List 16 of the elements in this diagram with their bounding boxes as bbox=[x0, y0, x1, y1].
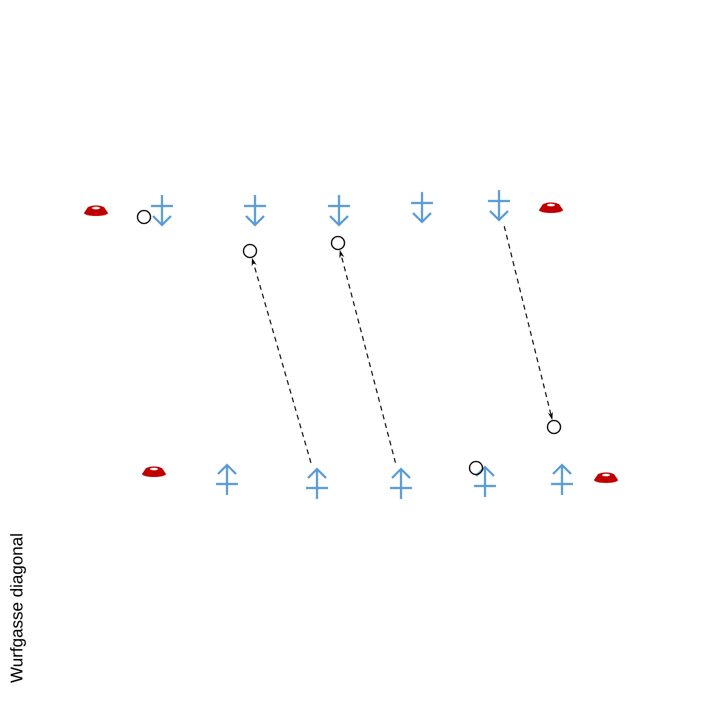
ball bbox=[330, 236, 346, 250]
player-symbol bbox=[304, 467, 330, 500]
ball bbox=[136, 210, 152, 224]
player-symbol bbox=[550, 463, 574, 496]
player-symbol bbox=[472, 465, 498, 498]
player-symbol bbox=[326, 194, 352, 227]
player-symbol bbox=[410, 190, 434, 224]
player-symbol bbox=[486, 188, 512, 222]
ball bbox=[546, 420, 562, 434]
player-symbol bbox=[214, 463, 240, 496]
player-symbol bbox=[242, 194, 268, 227]
ball bbox=[468, 460, 484, 476]
ball bbox=[242, 244, 258, 258]
title: Wurfgasse diagonal bbox=[10, 534, 26, 683]
player-symbol bbox=[150, 194, 174, 227]
player-symbol bbox=[388, 467, 414, 500]
